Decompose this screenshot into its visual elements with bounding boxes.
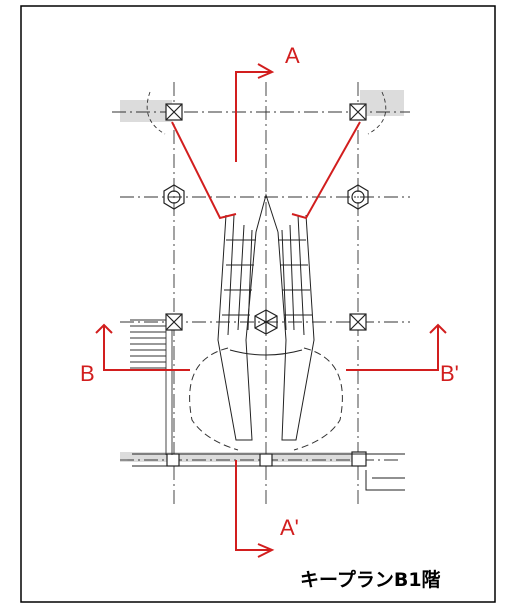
- section-label-a-bottom: A': [280, 515, 299, 540]
- section-lines: [103, 71, 439, 551]
- drawing-frame: [20, 5, 496, 603]
- left-stairs: [130, 315, 173, 455]
- plan-caption: キープランB1階: [300, 568, 441, 591]
- section-arrows: [95, 63, 447, 558]
- bottom-walls: [132, 453, 405, 491]
- hex-columns: [163, 184, 369, 335]
- dashed-arcs: [189, 347, 343, 451]
- section-label-a-top: A: [285, 43, 300, 68]
- wall-fills: [120, 90, 404, 462]
- grid-lines: [112, 82, 410, 505]
- columns: [165, 103, 367, 467]
- section-label-b-right: B': [440, 361, 459, 386]
- corner-arcs: [146, 91, 387, 135]
- central-stair: [217, 193, 315, 441]
- section-label-b-left: B: [80, 361, 95, 386]
